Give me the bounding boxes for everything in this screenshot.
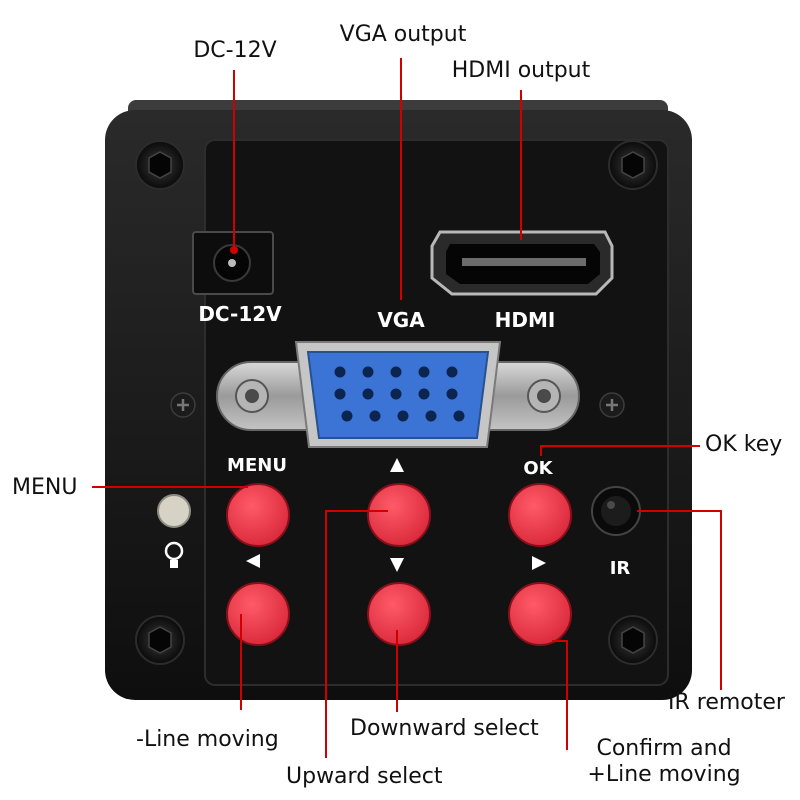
callout-up: Upward select (286, 764, 443, 789)
arrow-right-icon (532, 556, 546, 570)
callout-down: Downward select (350, 716, 539, 741)
callout-line-minus: -Line moving (136, 727, 279, 752)
panel-label-vga: VGA (377, 308, 425, 332)
callout-ok: OK key (705, 432, 783, 457)
callout-dc: DC-12V (193, 38, 277, 63)
panel-label-dc: DC-12V (198, 302, 282, 326)
lightbulb-icon (164, 541, 184, 568)
arrow-up-icon (390, 458, 404, 472)
screw-bottom-left (135, 615, 185, 665)
down-button (367, 582, 431, 646)
screw-bottom-right (608, 615, 658, 665)
leader-confirm (552, 640, 568, 750)
callout-confirm-line2: +Line moving (587, 762, 741, 787)
screw-top-left (135, 140, 185, 190)
callout-ir: IR remoter (668, 690, 785, 715)
screw-top-right (608, 140, 658, 190)
ok-button (508, 483, 572, 547)
small-screw-left (170, 392, 196, 418)
status-led (157, 494, 191, 528)
panel-label-menu: MENU (227, 455, 287, 476)
left-button (226, 582, 290, 646)
hdmi-port (430, 230, 614, 296)
callout-menu: MENU (12, 475, 78, 500)
arrow-left-icon (246, 554, 260, 568)
arrow-down-icon (390, 558, 404, 572)
up-button (367, 483, 431, 547)
callout-vga: VGA output (339, 22, 467, 47)
panel-label-hdmi: HDMI (495, 308, 556, 332)
panel-label-ir: IR (610, 558, 631, 579)
leader-dc-dot (230, 246, 238, 254)
vga-port (216, 341, 580, 448)
small-screw-right (599, 392, 625, 418)
callout-hdmi: HDMI output (451, 58, 591, 83)
leader-ir (637, 510, 722, 690)
menu-button (226, 483, 290, 547)
panel-label-ok: OK (523, 458, 553, 479)
dc-jack (192, 231, 274, 295)
callout-confirm: Confirm and +Line moving (572, 736, 756, 788)
ir-receiver (591, 486, 641, 536)
callout-confirm-line1: Confirm and (596, 736, 732, 761)
leader-ok (540, 445, 700, 456)
leader-up (325, 510, 388, 758)
right-button (508, 582, 572, 646)
